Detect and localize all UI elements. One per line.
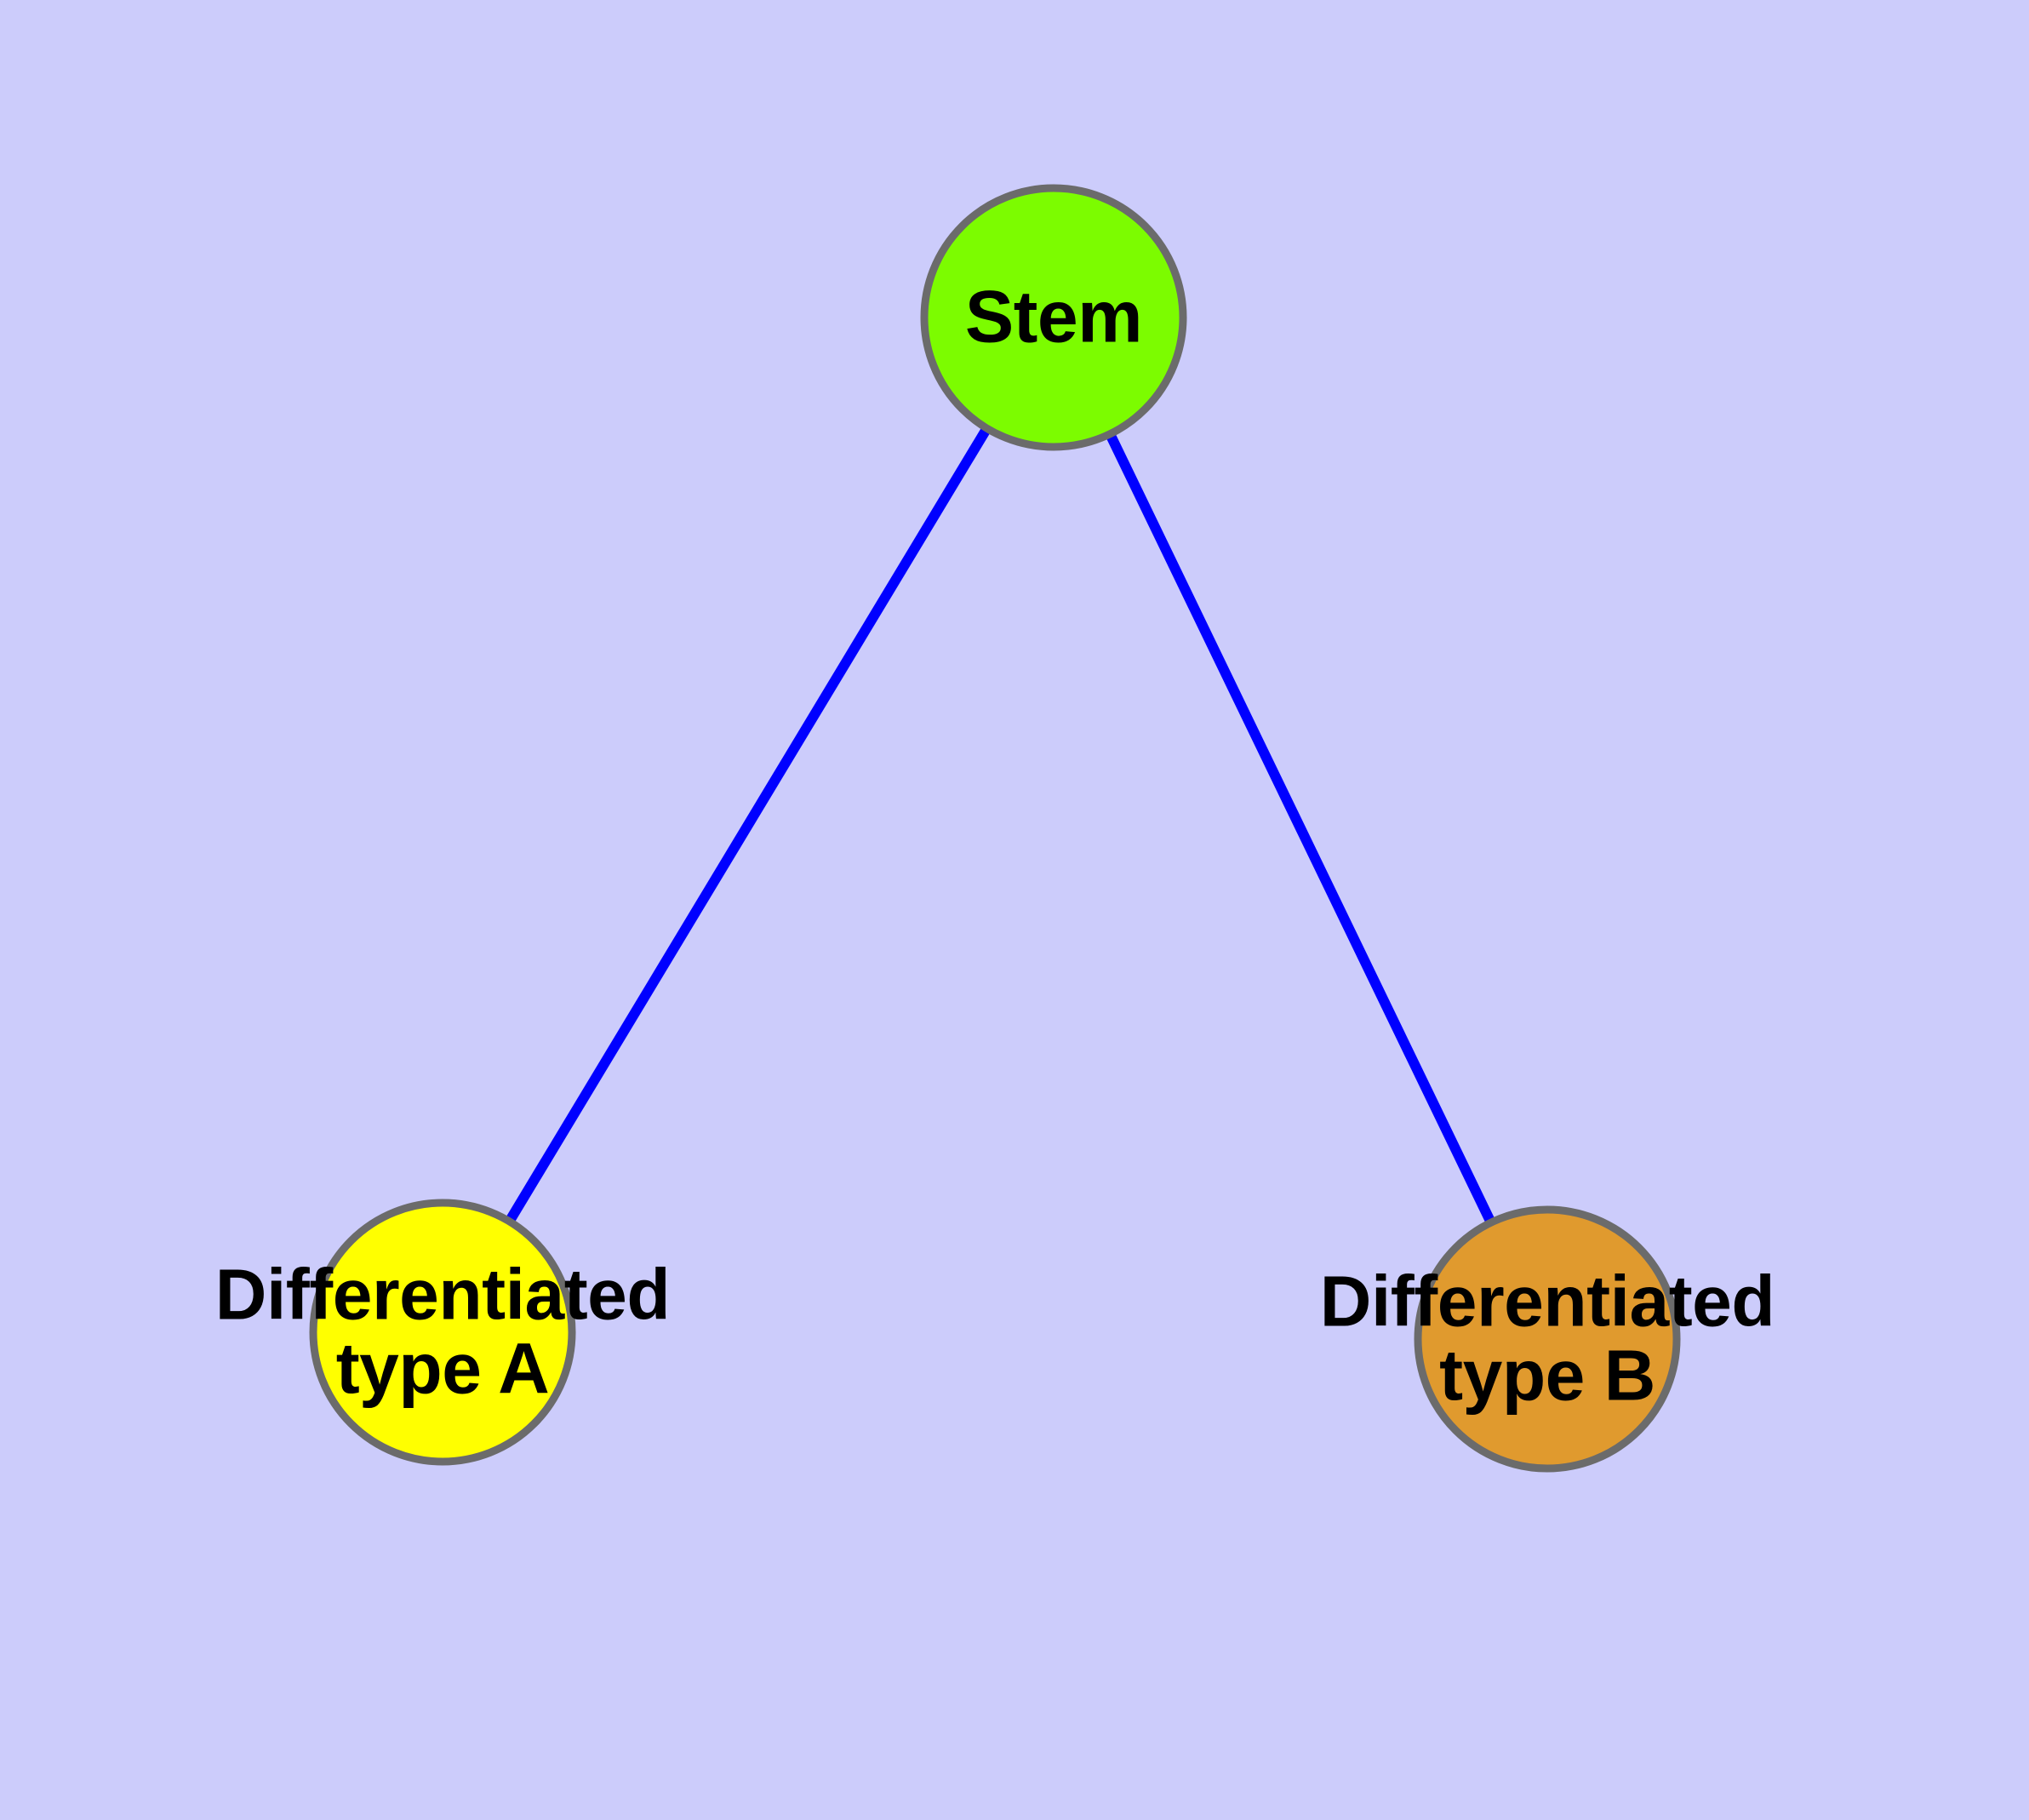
graph-edge: [502, 421, 994, 1229]
edges-layer: [502, 421, 1498, 1230]
graph-node-stem[interactable]: [920, 184, 1187, 451]
nodes-layer: [309, 184, 1681, 1473]
graph-node-diff_a[interactable]: [309, 1199, 576, 1466]
graph-node-diff_b[interactable]: [1414, 1205, 1681, 1473]
graph-edge: [1103, 426, 1498, 1230]
